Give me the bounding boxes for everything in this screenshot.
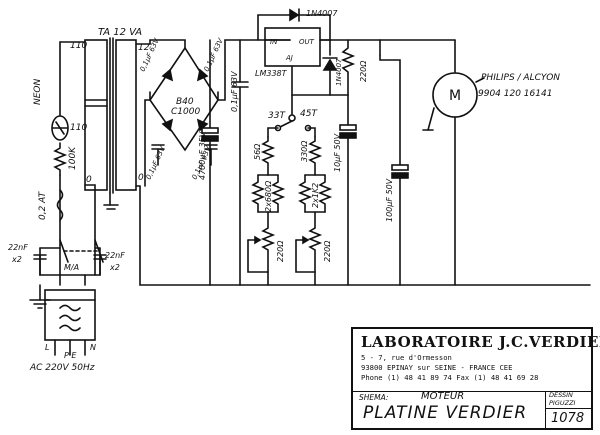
reg-pin-in: IN xyxy=(270,38,278,46)
speed-selector xyxy=(247,94,333,286)
small-cap-label: 0,1µF 63V xyxy=(230,71,239,112)
regulator-resistor-label: 220Ω xyxy=(359,60,368,82)
drawn-by: DESSIN PIGUZZI xyxy=(549,391,576,407)
lab-name: LABORATOIRE J.C.VERDIER xyxy=(361,333,600,351)
diode-side-label: 1N4007 xyxy=(335,58,343,86)
primary-low-label: 110 xyxy=(70,123,87,133)
pot-right-label: 220Ω xyxy=(323,240,332,262)
secondary-wiring xyxy=(149,39,186,49)
primary-zero-label: 0 xyxy=(86,175,92,185)
lab-city: 93800 EPINAY sur SEINE - FRANCE CEE xyxy=(361,363,513,372)
motor-symbol: M xyxy=(449,88,461,104)
resistor-100k xyxy=(52,142,68,176)
r56-label: 56Ω xyxy=(253,143,262,160)
transformer-label: TA 12 VA xyxy=(98,27,142,38)
output-cap-100uf xyxy=(379,39,456,286)
motor xyxy=(422,39,485,286)
cap-100uf-label: 100µF 50V xyxy=(385,178,394,222)
fuse xyxy=(56,189,64,221)
resistor-100k-label: 100K xyxy=(68,146,78,170)
bridge-cap-top-right: 0,1µF 63V xyxy=(203,36,226,73)
speed-33-label: 33T xyxy=(268,111,286,121)
reg-pin-adj: AJ xyxy=(285,54,293,62)
r-pair-right-label: 2x1K2 xyxy=(311,183,320,208)
main-cap-label: 4700µF 35V xyxy=(198,131,207,180)
title-block-hdivider xyxy=(545,408,593,409)
neon-label: NEON xyxy=(33,78,43,105)
mains-pins-label: P E xyxy=(64,351,77,360)
reg-pin-out: OUT xyxy=(299,38,315,46)
filter-cap-main xyxy=(201,39,219,286)
speed-45-label: 45T xyxy=(300,109,318,119)
pot-left-label: 220Ω xyxy=(276,240,285,262)
r-pair-left-label: 2x680Ω xyxy=(264,180,273,212)
mains-connector xyxy=(44,289,96,356)
title-block-vdivider xyxy=(545,391,546,430)
bridge-rating: C1000 xyxy=(171,107,200,117)
neon-lamp xyxy=(51,115,69,141)
mains-voltage: AC 220V 50Hz xyxy=(29,363,95,373)
schema-subject: MOTEUR xyxy=(421,391,465,402)
motor-ref: 9904 120 16141 xyxy=(478,89,552,99)
ground-rail xyxy=(139,185,591,286)
regulator-label: LM338T xyxy=(255,69,288,78)
drawn-label: DESSIN xyxy=(549,391,573,399)
title-block-divider xyxy=(353,391,591,392)
r330-label: 330Ω xyxy=(300,140,309,162)
schema-label: SHEMA: xyxy=(359,393,389,402)
transformer xyxy=(84,37,151,210)
schema-title: PLATINE VERDIER xyxy=(363,403,528,423)
lab-address: 5 - 7, rue d'Ormesson xyxy=(361,353,452,362)
interference-caps xyxy=(33,247,107,276)
switch-label: M/A xyxy=(64,263,79,272)
fuse-label: 0,2 AT xyxy=(38,190,48,220)
mains-pin-n: N xyxy=(90,343,96,352)
cap-left-count: x2 xyxy=(11,255,22,264)
ground-symbol xyxy=(29,284,51,309)
filter-cap-small xyxy=(231,39,249,286)
secondary-label: 12 xyxy=(138,43,150,53)
lab-phone: Phone (1) 48 41 89 74 Fax (1) 48 41 69 2… xyxy=(361,373,539,382)
motor-brand: PHILIPS / ALCYON xyxy=(481,73,560,83)
drawn-name: PIGUZZI xyxy=(549,398,576,407)
bridge-name: B40 xyxy=(176,97,194,107)
secondary-zero-label: 0 xyxy=(138,173,144,183)
cap-10uf-label: 10µF 50V xyxy=(333,133,342,172)
diode-top-label: 1N4007 xyxy=(306,9,338,18)
cap-right-label: 22nF xyxy=(105,251,125,260)
mains-pin-l: L xyxy=(45,343,49,352)
output-cap-10uf xyxy=(339,94,357,286)
primary-high-label: 110 xyxy=(70,41,87,51)
title-block: LABORATOIRE J.C.VERDIER 5 - 7, rue d'Orm… xyxy=(351,327,600,430)
cap-right-count: x2 xyxy=(109,263,120,272)
drawing-number: 1078 xyxy=(551,411,585,426)
cap-left-label: 22nF xyxy=(8,243,28,252)
